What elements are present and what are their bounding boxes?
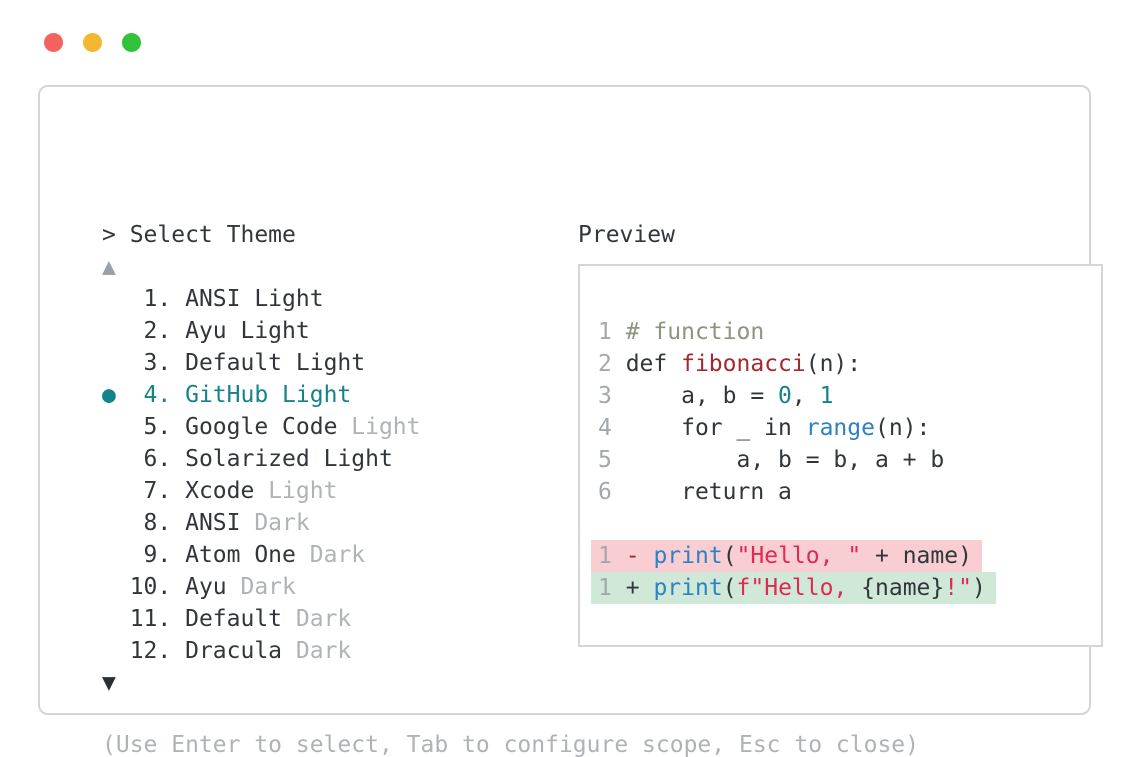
code-line: 2 def fibonacci(n): [598,351,862,377]
theme-option-xcode[interactable]: 7. Xcode Light [129,478,338,504]
code-line: 5 a, b = b, a + b [598,447,945,473]
theme-option-solarized-light[interactable]: 6. Solarized Light [129,446,393,472]
theme-option-ansi-light[interactable]: 1. ANSI Light [129,286,324,312]
minimize-button[interactable] [83,33,102,52]
window-controls [44,33,141,52]
theme-selector-window: > Select Theme ▲ 1. ANSI Light 2. Ayu Li… [38,85,1103,757]
code-line: 3 a, b = 0, 1 [598,383,834,409]
code-line [598,508,1101,540]
theme-option-github-light[interactable]: ● 4. GitHub Light [102,382,352,408]
close-button[interactable] [44,33,63,52]
theme-option-ayu[interactable]: 10. Ayu Dark [129,574,296,600]
maximize-button[interactable] [122,33,141,52]
help-text: (Use Enter to select, Tab to configure s… [102,732,919,757]
scroll-down-icon[interactable]: ▼ [102,670,116,696]
code-line: 6 return a [598,479,792,505]
diff-added-line: 1 + print(f"Hello, {name}!") [591,572,1101,604]
preview-code-box: 1 # function 2 def fibonacci(n): 3 a, b = … [578,264,1103,647]
select-theme-prompt: > Select Theme [102,222,296,248]
code-line: 1 # function [598,319,765,345]
diff-removed-line: 1 - print("Hello, " + name) [591,540,1101,572]
theme-list: 1. ANSI Light 2. Ayu Light 3. Default Li… [102,283,421,667]
theme-option-default-light[interactable]: 3. Default Light [129,350,366,376]
theme-option-dracula[interactable]: 12. Dracula Dark [129,638,352,664]
theme-option-ansi[interactable]: 8. ANSI Dark [129,510,310,536]
scroll-up-icon[interactable]: ▲ [102,254,116,280]
theme-option-default[interactable]: 11. Default Dark [129,606,352,632]
preview-title: Preview [578,222,675,248]
theme-option-atom-one[interactable]: 9. Atom One Dark [129,542,366,568]
theme-option-ayu-light[interactable]: 2. Ayu Light [129,318,310,344]
theme-option-google-code[interactable]: 5. Google Code Light [129,414,421,440]
code-line: 4 for _ in range(n): [598,415,931,441]
